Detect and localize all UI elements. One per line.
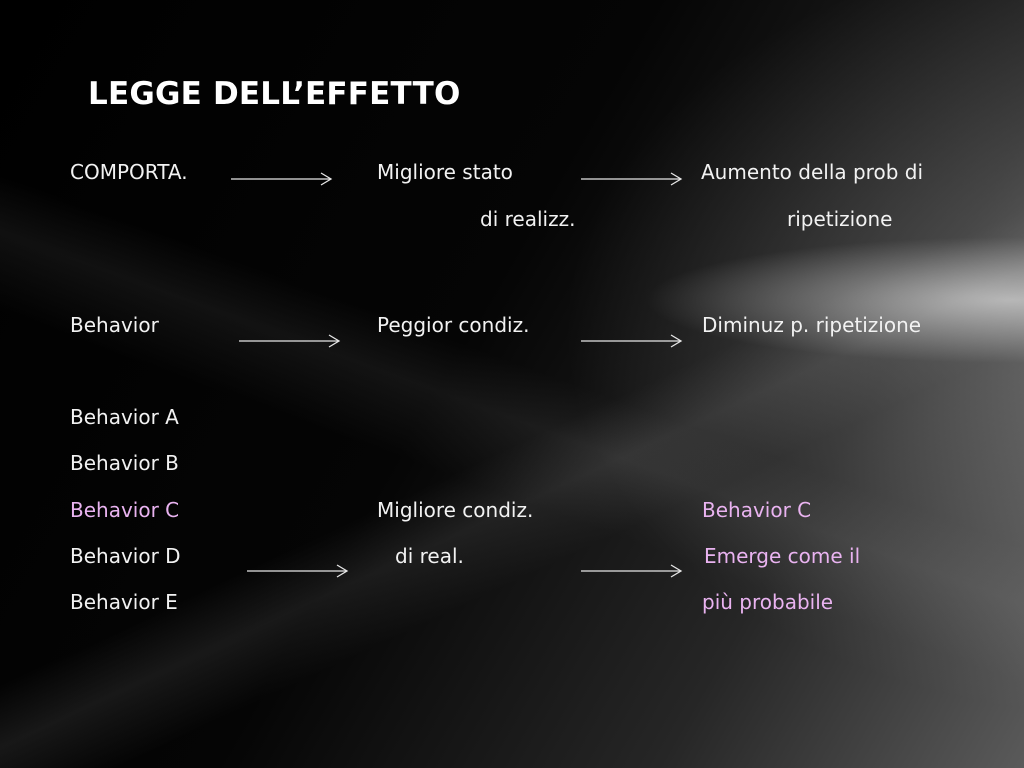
arrow-right-icon	[231, 172, 333, 186]
slide-title: LEGGE DELL’EFFETTO	[88, 76, 461, 112]
row1-col3-line1: Aumento della prob di	[701, 160, 924, 184]
row1-col3-line2: ripetizione	[787, 207, 893, 231]
behavior-d: Behavior D	[70, 544, 181, 568]
row2-col3-text: Diminuz p. ripetizione	[702, 313, 922, 337]
row3-col2-line1: Migliore condiz.	[377, 498, 534, 522]
behavior-c: Behavior C	[70, 498, 180, 522]
arrow-right-icon	[239, 334, 341, 348]
arrow-right-icon	[581, 564, 683, 578]
row1-col2-line1: Migliore stato	[377, 160, 513, 184]
row2-col1-text: Behavior	[70, 313, 159, 337]
row2-col2-text: Peggior condiz.	[377, 313, 530, 337]
row3-col3-line3: più probabile	[702, 590, 834, 614]
row1-col2-line2: di realizz.	[480, 207, 576, 231]
arrow-right-icon	[581, 172, 683, 186]
behavior-b: Behavior B	[70, 451, 179, 475]
row3-col3-line2: Emerge come il	[704, 544, 861, 568]
arrow-right-icon	[247, 564, 349, 578]
row3-col2-line2: di real.	[395, 544, 464, 568]
behavior-a: Behavior A	[70, 405, 179, 429]
behavior-e: Behavior E	[70, 590, 178, 614]
row3-col3-line1: Behavior C	[702, 498, 812, 522]
row1-col1-text: COMPORTA.	[70, 160, 188, 184]
arrow-right-icon	[581, 334, 683, 348]
